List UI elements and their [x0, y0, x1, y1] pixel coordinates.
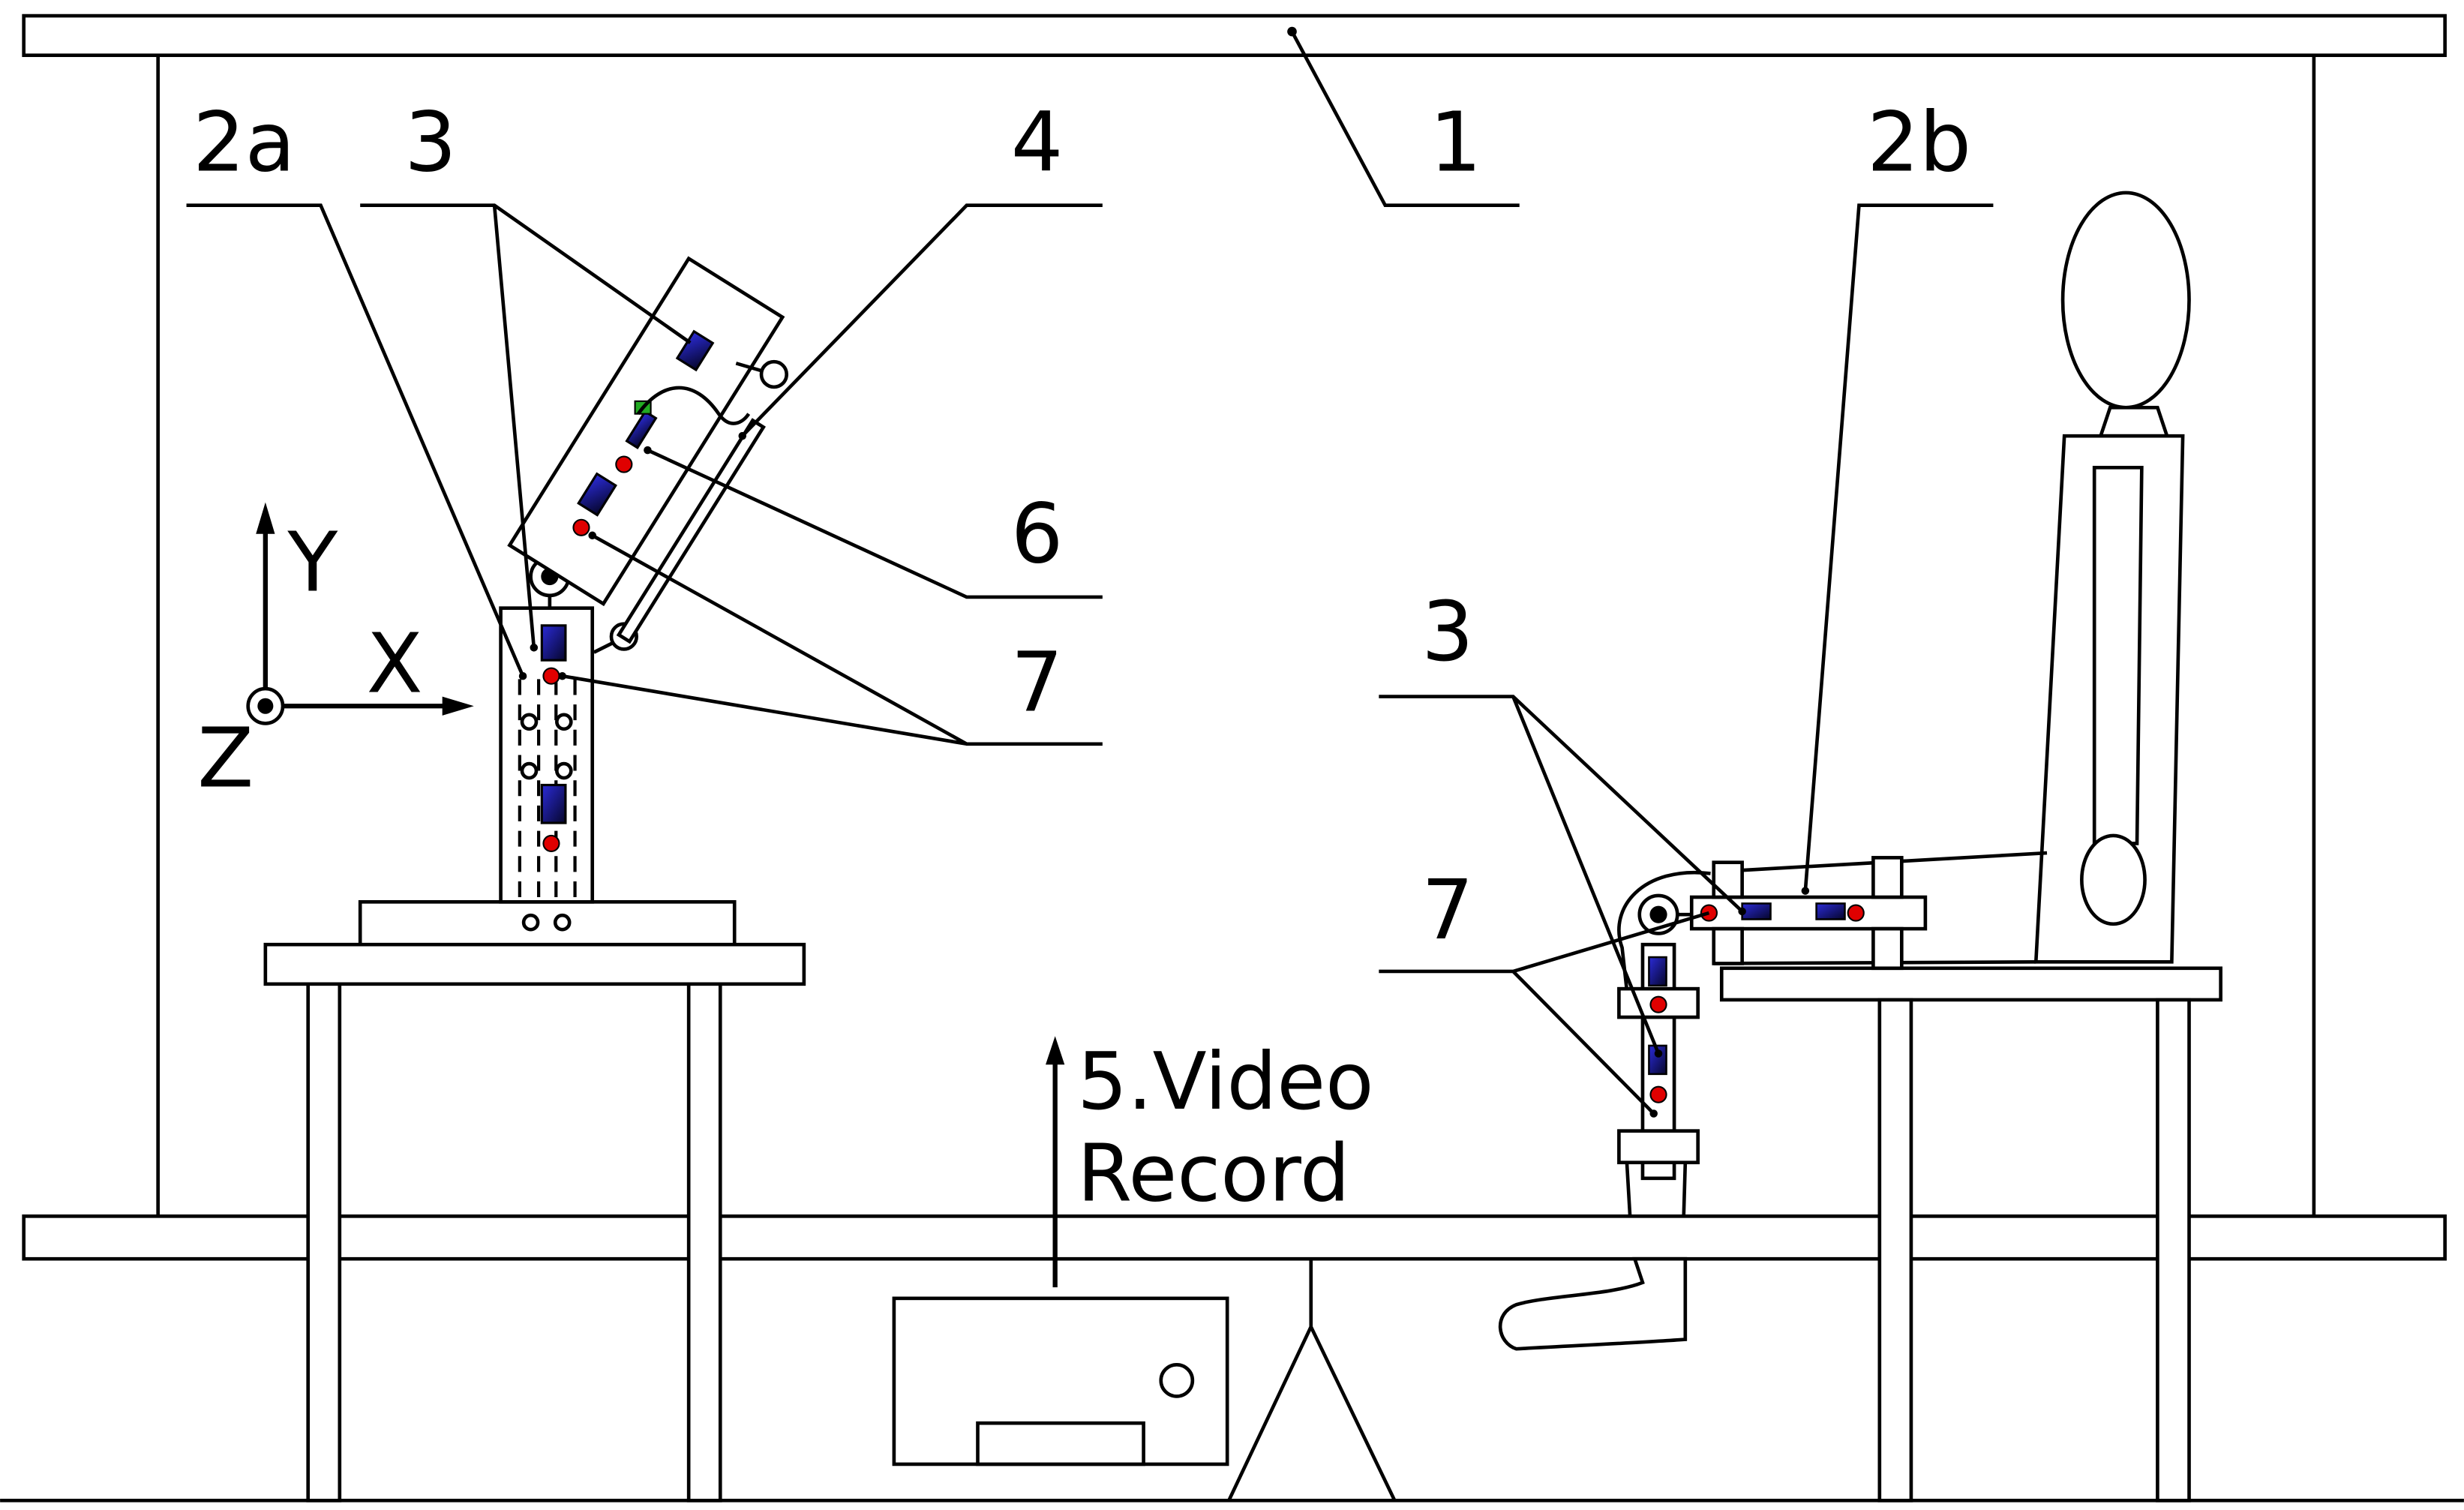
base-bolt-icon [521, 913, 540, 932]
video-camera [892, 1036, 1397, 1502]
label-marker-6: 6 [1011, 486, 1064, 582]
label-linkage: 4 [1011, 94, 1064, 190]
imu-sensor-icon [1648, 956, 1667, 987]
marker-dot-icon [1847, 904, 1865, 922]
marker-dot-icon [542, 667, 560, 685]
marker-dot-icon [1649, 995, 1667, 1013]
imu-sensor-icon [675, 329, 715, 372]
label-markers-robot: 7 [1011, 635, 1064, 731]
caption-record: Record [1077, 1127, 1350, 1219]
label-markers-human: 7 [1421, 862, 1474, 958]
thigh-brace [1689, 895, 1928, 931]
camera-lens-icon [1159, 1362, 1195, 1398]
z-axis-label: Z [197, 710, 254, 806]
foot [1498, 1256, 1688, 1351]
linkage-joint-icon [759, 359, 789, 389]
callout-labels: 1 2a 3 4 2b 6 7 3 7 5.Video Record [193, 94, 1971, 1219]
label-human-leg: 2b [1867, 94, 1971, 190]
head [2060, 191, 2191, 410]
x-axis-label: X [367, 615, 423, 711]
imu-sensor-icon [1815, 902, 1846, 920]
marker-dot-icon [1649, 1085, 1667, 1103]
caption-video: 5.Video [1077, 1035, 1373, 1127]
base-bolt-icon [553, 913, 572, 932]
label-robot-leg: 2a [193, 94, 296, 190]
arrow-up-icon [1046, 1036, 1065, 1065]
label-frame: 1 [1430, 94, 1482, 190]
robot-base [358, 900, 737, 947]
label-imu-human: 3 [1421, 584, 1474, 680]
imu-sensor-icon [577, 472, 617, 517]
leader-lines [186, 31, 1994, 1118]
support-frame [0, 14, 2464, 1502]
imu-sensor-icon [540, 783, 567, 824]
imu-sensor-icon [1741, 902, 1772, 920]
coordinate-axes: Y X Z [197, 502, 474, 806]
imu-sensor-icon [540, 624, 567, 662]
marker-dot-icon [615, 455, 633, 473]
label-imu-robot: 3 [404, 94, 457, 190]
human-with-chair [1498, 191, 2191, 1351]
y-axis-arrow-icon [256, 502, 275, 534]
left-table [263, 942, 806, 1502]
marker-dot-icon [542, 834, 560, 852]
x-axis-arrow-icon [442, 696, 474, 716]
y-axis-label: Y [287, 515, 338, 611]
right-table [1719, 966, 2222, 1502]
marker-dot-icon [572, 518, 590, 536]
robot-leg [358, 256, 789, 947]
